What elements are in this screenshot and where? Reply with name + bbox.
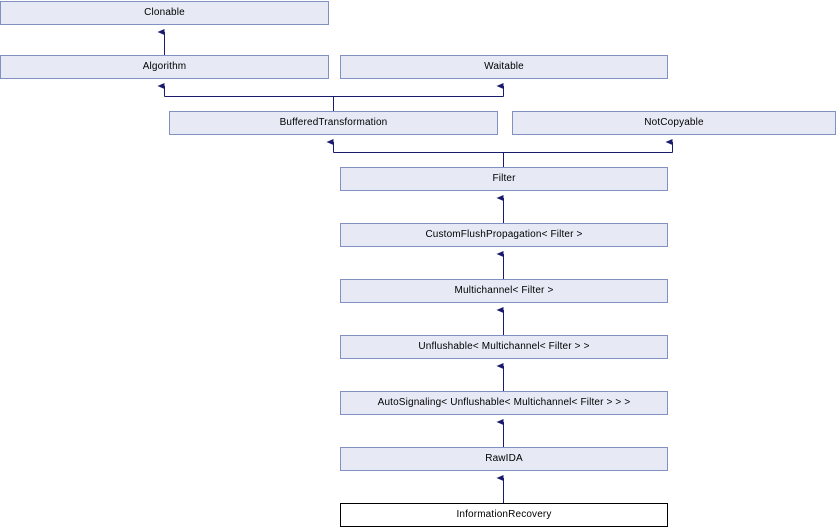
class-node-information-recovery[interactable]: InformationRecovery bbox=[340, 503, 668, 527]
class-node-label: InformationRecovery bbox=[456, 509, 552, 520]
class-node-label: Clonable bbox=[144, 7, 185, 18]
class-node-buffered-transformation[interactable]: BufferedTransformation bbox=[169, 111, 498, 135]
class-node-waitable[interactable]: Waitable bbox=[340, 55, 668, 79]
class-node-label: NotCopyable bbox=[644, 117, 704, 128]
class-node-filter[interactable]: Filter bbox=[340, 167, 668, 191]
class-node-label: Algorithm bbox=[142, 61, 187, 72]
class-node-multichannel[interactable]: Multichannel< Filter > bbox=[340, 279, 668, 303]
class-node-unflushable[interactable]: Unflushable< Multichannel< Filter > > bbox=[340, 335, 668, 359]
class-node-label: Filter bbox=[492, 173, 516, 184]
class-node-label: Multichannel< Filter > bbox=[454, 285, 554, 296]
class-node-algorithm[interactable]: Algorithm bbox=[0, 55, 329, 79]
class-node-not-copyable[interactable]: NotCopyable bbox=[512, 111, 836, 135]
class-node-auto-signaling[interactable]: AutoSignaling< Unflushable< Multichannel… bbox=[340, 391, 668, 415]
class-node-clonable[interactable]: Clonable bbox=[0, 1, 329, 25]
class-node-custom-flush-propagation[interactable]: CustomFlushPropagation< Filter > bbox=[340, 223, 668, 247]
class-node-label: AutoSignaling< Unflushable< Multichannel… bbox=[377, 397, 631, 408]
class-node-label: Unflushable< Multichannel< Filter > > bbox=[418, 341, 590, 352]
class-node-label: RawIDA bbox=[485, 453, 523, 464]
class-node-label: CustomFlushPropagation< Filter > bbox=[425, 229, 583, 240]
class-node-raw-ida[interactable]: RawIDA bbox=[340, 447, 668, 471]
class-node-label: Waitable bbox=[484, 61, 524, 72]
class-node-label: BufferedTransformation bbox=[279, 117, 388, 128]
